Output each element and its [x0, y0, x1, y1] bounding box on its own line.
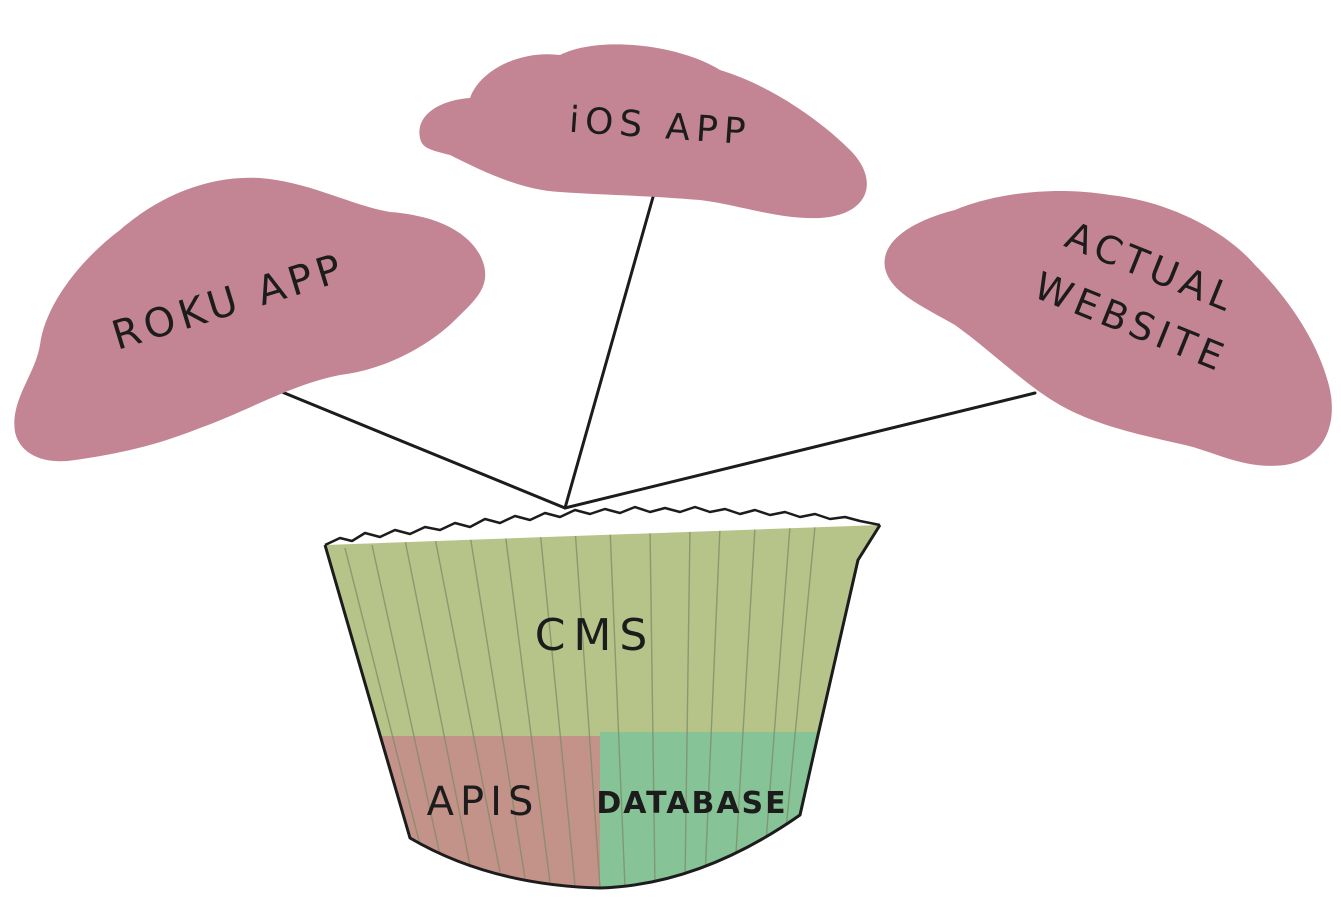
- connector-lines: [280, 188, 1037, 510]
- cms-label: CMS: [535, 610, 656, 661]
- actual-website-cloud: ACTUAL WEBSITE: [884, 190, 1332, 466]
- database-label: DATABASE: [596, 786, 787, 821]
- roku-app-cloud: ROKU APP: [14, 177, 486, 462]
- ios-cloud-shape: [419, 44, 867, 219]
- connector-roku-to-cms: [280, 390, 567, 510]
- cup-pleat-lines: [344, 525, 816, 888]
- website-cloud-shape: [884, 190, 1332, 466]
- cms-cup: CMS APIS DATABASE: [323, 505, 882, 890]
- ios-app-cloud: iOS APP: [419, 44, 867, 219]
- cup-outline: [323, 524, 882, 890]
- connector-website-to-cms: [563, 391, 1037, 510]
- cup-top-edge: [324, 505, 881, 547]
- roku-cloud-shape: [14, 177, 486, 462]
- connector-ios-to-cms: [563, 188, 657, 510]
- apis-label: APIS: [427, 779, 540, 825]
